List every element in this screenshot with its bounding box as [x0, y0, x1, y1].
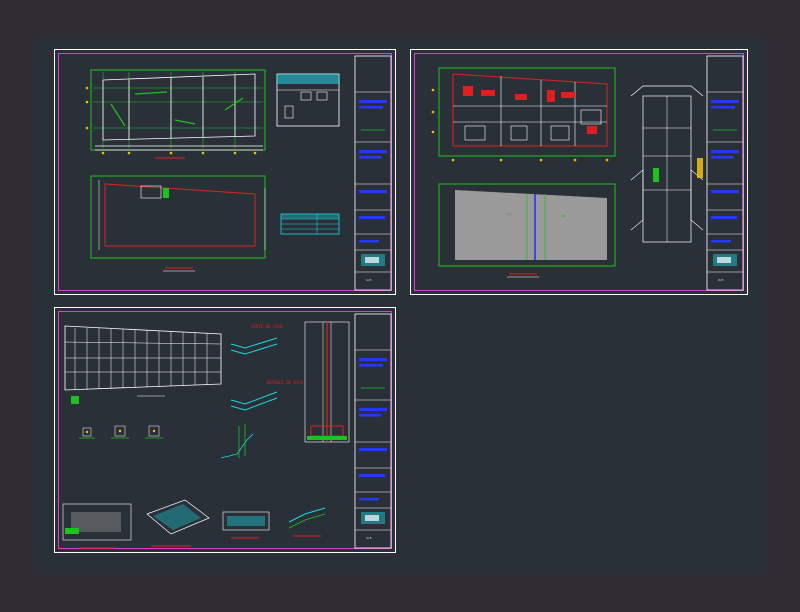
detail-title-beam-detail: DETALLE DE VIGA [267, 380, 304, 385]
sheet-2-border [414, 53, 744, 291]
sheet-3-number: 3/3 [366, 536, 372, 540]
cad-model-space[interactable]: 1/3 [37, 37, 763, 575]
sheet-1-floor-plan[interactable]: 1/3 [54, 49, 396, 295]
sheet-2-number: 2/3 [718, 278, 724, 282]
sheet-3-drawing: CORTE DE VIGA DETALLE DE VIGA [62, 313, 392, 549]
sheet-3-border [58, 311, 392, 549]
sheet-2-drawing [431, 55, 744, 291]
sheet-1-drawing [85, 55, 392, 291]
sheet-2-floor-plan[interactable]: 2/3 [410, 49, 748, 295]
sheet-1-border [58, 53, 392, 291]
sheet-1-number: 1/3 [366, 278, 372, 282]
sheet-3-structural-details[interactable]: CORTE DE VIGA DETALLE DE VIGA [54, 307, 396, 553]
detail-title-beam-section: CORTE DE VIGA [251, 324, 283, 329]
